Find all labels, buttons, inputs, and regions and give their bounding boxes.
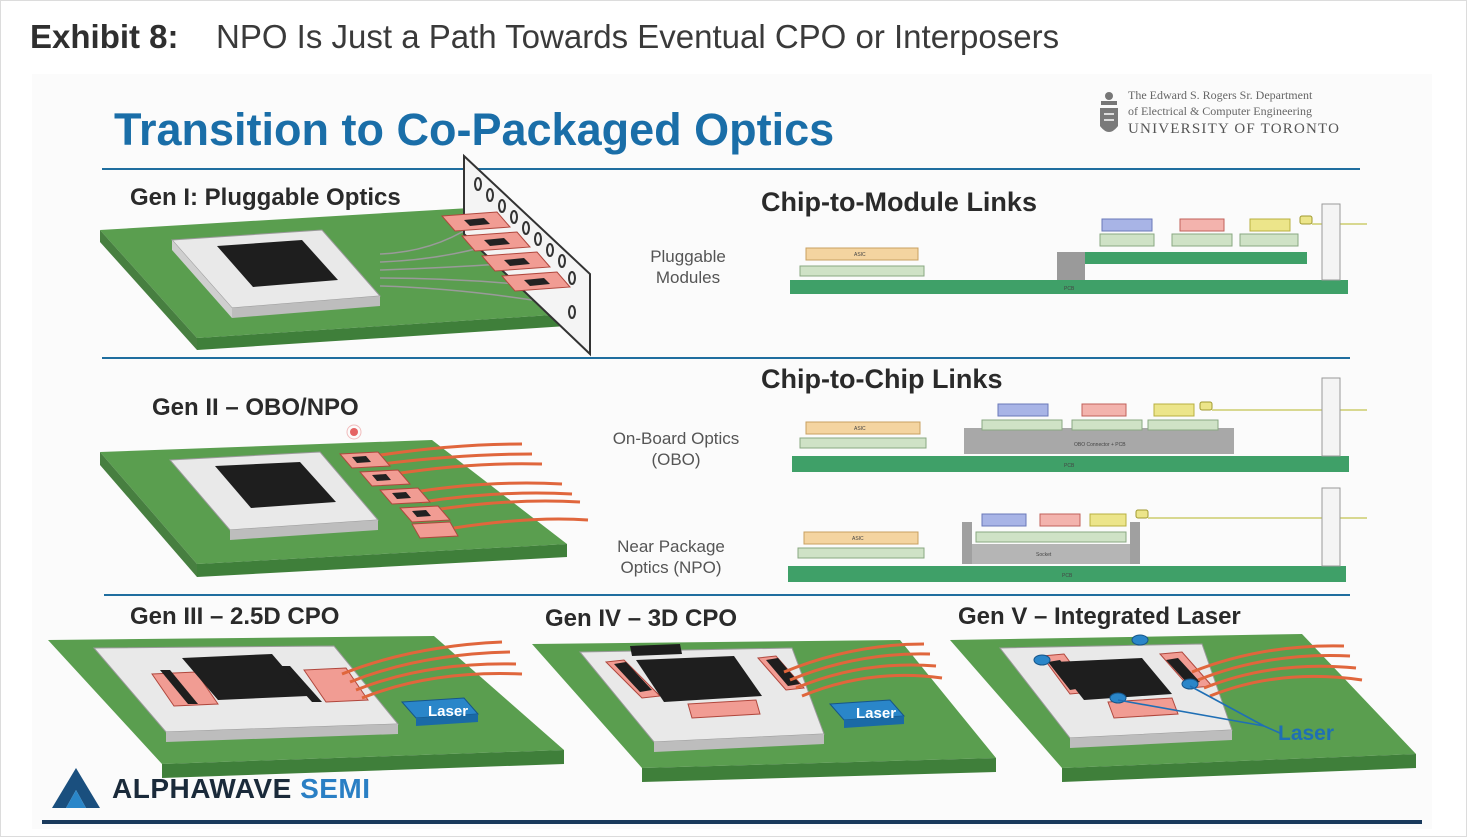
- pluggable-cross-section: PCB ASIC: [790, 203, 1367, 294]
- slide-title: Transition to Co-Packaged Optics: [114, 104, 835, 155]
- illustration-layer: PCB ASIC PCB ASIC: [48, 153, 1416, 782]
- gen5-laser-label: Laser: [1278, 722, 1335, 745]
- svg-text:PCB: PCB: [1064, 286, 1075, 292]
- gen3-laser-label: Laser: [428, 703, 468, 720]
- gen1-label: Gen I: Pluggable Optics: [130, 184, 401, 211]
- department-line-1: The Edward S. Rogers Sr. Department: [1128, 88, 1313, 102]
- gen1-illustration: [100, 153, 591, 357]
- chip-to-module-title: Chip-to-Module Links: [761, 187, 1037, 217]
- svg-text:ASIC: ASIC: [854, 252, 866, 258]
- obo-cross-section: PCB ASIC OBO Connector + PCB: [792, 377, 1367, 472]
- slide-image: Transition to Co-Packaged Optics The Edw…: [32, 74, 1432, 829]
- npo-label: Near Package Optics (NPO): [617, 537, 725, 577]
- university-name: UNIVERSITY OF TORONTO: [1128, 121, 1341, 137]
- npo-cross-section: PCB ASIC Socket: [788, 487, 1367, 582]
- svg-text:PCB: PCB: [1062, 573, 1073, 579]
- exhibit-number: Exhibit 8:: [30, 18, 179, 55]
- svg-text:ASIC: ASIC: [854, 426, 866, 432]
- gen3-label: Gen III – 2.5D CPO: [130, 603, 340, 630]
- gen5-illustration: [950, 634, 1416, 782]
- university-logo: The Edward S. Rogers Sr. Department of E…: [1096, 84, 1376, 146]
- alphawave-logo: ALPHAWAVE SEMI: [52, 768, 412, 818]
- slide-bottom-bar: [42, 820, 1422, 824]
- obo-label: On-Board Optics (OBO): [612, 429, 740, 469]
- title-rule: [102, 168, 1360, 170]
- exhibit-title: NPO Is Just a Path Towards Eventual CPO …: [216, 18, 1060, 55]
- crest-icon: [1100, 92, 1118, 132]
- department-line-2: of Electrical & Computer Engineering: [1128, 104, 1312, 118]
- alphawave-mark-icon: [52, 768, 100, 808]
- section-rule-2: [104, 594, 1350, 596]
- gen5-label: Gen V – Integrated Laser: [958, 603, 1241, 630]
- section-rule-1: [102, 357, 1350, 359]
- svg-text:PCB: PCB: [1064, 463, 1075, 469]
- svg-text:Socket: Socket: [1036, 552, 1052, 558]
- svg-text:OBO Connector + PCB: OBO Connector + PCB: [1074, 442, 1126, 448]
- pluggable-modules-label: Pluggable Modules: [650, 247, 726, 287]
- gen4-label: Gen IV – 3D CPO: [545, 605, 738, 632]
- exhibit-header: Exhibit 8: NPO Is Just a Path Towards Ev…: [30, 16, 1059, 58]
- gen2-label: Gen II – OBO/NPO: [152, 394, 359, 421]
- gen4-illustration: Laser: [532, 640, 996, 782]
- gen4-laser-label: Laser: [856, 705, 896, 722]
- gen2-illustration: [100, 424, 589, 577]
- gen3-illustration: Laser: [48, 636, 564, 778]
- svg-text:ASIC: ASIC: [852, 536, 864, 542]
- alphawave-wordmark: ALPHAWAVE SEMI: [112, 773, 371, 804]
- chip-to-chip-title: Chip-to-Chip Links: [761, 364, 1003, 394]
